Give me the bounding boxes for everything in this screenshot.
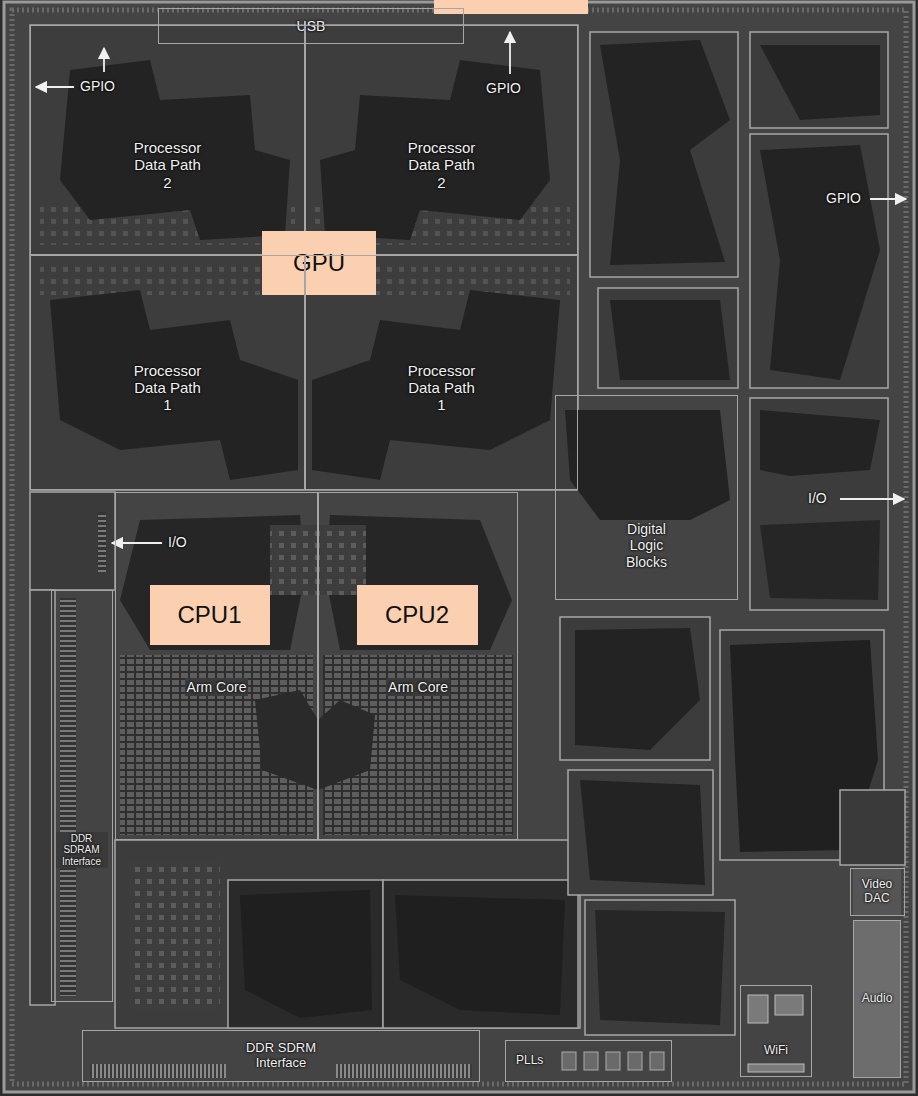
memory-interface: DDR SDRAM Interface	[51, 590, 113, 1002]
datapath-block-text: Processor Data Path 1	[405, 362, 479, 414]
cpu-tag: CPU1	[150, 585, 270, 645]
logic-block-text: Digital Logic Blocks	[611, 521, 683, 569]
datapath-block: Processor Data Path 1	[30, 255, 305, 490]
logic-area	[60, 60, 290, 240]
dac-ground	[853, 868, 901, 916]
logic-block	[568, 770, 713, 895]
pll-cell	[606, 1052, 620, 1070]
sram-block	[228, 880, 383, 1028]
cpu-logic	[255, 690, 375, 790]
pll-cell	[650, 1052, 664, 1070]
pll-cell	[562, 1052, 576, 1070]
logic-block	[560, 617, 710, 760]
pll-block: PLLs	[505, 1040, 672, 1082]
leader-arrow	[509, 32, 511, 74]
rf-component	[775, 995, 803, 1015]
logic-area	[240, 890, 372, 1018]
logic-block: Digital Logic Blocks	[555, 395, 738, 600]
io-pads	[98, 512, 106, 572]
logic-area	[760, 145, 880, 380]
logic-area	[760, 410, 880, 476]
logic-texture	[40, 265, 295, 295]
leader-arrow	[870, 198, 906, 200]
pll-block-text: PLLs	[516, 1054, 543, 1068]
cpu-tag-text: CPU1	[177, 601, 241, 629]
usb-block-text: USB	[297, 18, 326, 34]
logic-area	[575, 628, 700, 750]
cpu-core-block: Arm Core CPU2	[318, 492, 518, 840]
logic-area	[610, 300, 730, 380]
logic-area	[595, 910, 725, 1025]
pin-label: I/O	[168, 534, 187, 550]
logic-area	[565, 410, 730, 520]
rf-component	[748, 995, 768, 1023]
logic-block	[590, 32, 738, 277]
datapath-block-text: Processor Data Path 2	[131, 139, 205, 191]
logic-area	[395, 895, 565, 1015]
wifi-block: WiFi	[740, 985, 812, 1077]
logic-block	[750, 32, 888, 128]
memory-interface: DDR SDRM Interface	[82, 1030, 480, 1082]
cpu-tag: CPU2	[357, 585, 478, 645]
dac-block-text: Video DAC	[855, 878, 899, 906]
ddr-pads	[60, 598, 76, 996]
pin-label: GPIO	[80, 78, 115, 94]
bottom-region	[115, 840, 580, 1028]
usb-block: USB	[158, 8, 464, 44]
memory-interface-text: DDR SDRAM Interface	[56, 832, 108, 869]
rf-component	[748, 1064, 804, 1072]
leader-arrow	[36, 86, 74, 88]
datapath-block: Processor Data Path 2	[305, 25, 578, 255]
analog-block	[840, 790, 905, 865]
tag-fragment	[434, 0, 588, 14]
pin-label: GPIO	[486, 80, 521, 96]
logic-area	[760, 45, 880, 120]
dac-block: Video DAC	[850, 868, 905, 916]
datapath-block-text: Processor Data Path 1	[131, 362, 205, 414]
logic-area	[760, 520, 880, 600]
audio-block-text: Audio	[862, 992, 893, 1006]
logic-area	[320, 60, 550, 240]
wifi-block-text: WiFi	[764, 1044, 788, 1058]
datapath-block-text: Processor Data Path 2	[405, 139, 479, 191]
pad-ring	[12, 10, 906, 1084]
ddr-pads	[90, 1064, 226, 1078]
datapath-block: Processor Data Path 2	[30, 25, 305, 255]
logic-texture	[130, 860, 220, 1010]
leader-arrow	[103, 48, 105, 72]
datapath-block: Processor Data Path 1	[305, 255, 578, 490]
cpu-core-block-text: Arm Core	[386, 678, 450, 696]
logic-block	[750, 398, 888, 610]
cpu-core-block: Arm Core CPU1	[115, 492, 318, 840]
leader-arrow	[112, 542, 162, 544]
pll-cell	[584, 1052, 598, 1070]
gpu-tag-text: GPU	[293, 249, 345, 277]
cpu-tag-text: CPU2	[385, 601, 449, 629]
memory-interface-text: DDR SDRM Interface	[236, 1041, 326, 1071]
logic-block	[750, 134, 888, 388]
audio-ground	[853, 920, 901, 1078]
die-body	[4, 2, 914, 1092]
audio-block: Audio	[853, 920, 901, 1078]
pin-label: I/O	[808, 490, 827, 506]
leader-arrow	[840, 498, 904, 500]
io-region	[30, 492, 115, 590]
logic-block	[598, 288, 738, 388]
gpu-tag: GPU	[262, 231, 376, 295]
logic-block	[585, 900, 735, 1035]
pll-cell	[628, 1052, 642, 1070]
logic-area	[600, 40, 730, 265]
gpu-region	[30, 25, 578, 490]
ddr-pads	[336, 1064, 472, 1078]
cpu-core-block-text: Arm Core	[185, 678, 249, 696]
pin-label: GPIO	[826, 190, 861, 206]
logic-area	[580, 780, 705, 885]
logic-area	[50, 290, 298, 480]
logic-area	[312, 290, 560, 480]
sram-block	[383, 880, 578, 1028]
